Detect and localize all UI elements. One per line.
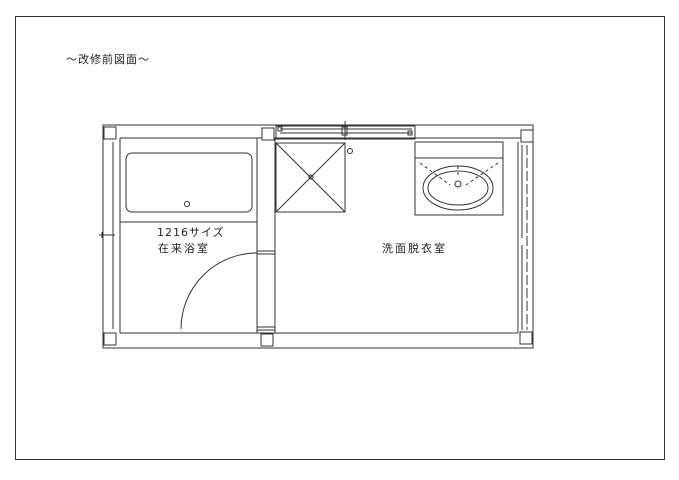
bathtub <box>125 152 253 213</box>
washing-machine-pan <box>275 142 353 213</box>
bathtub-drain <box>184 201 190 207</box>
bathroom: 1216サイズ 在来浴室 <box>120 152 258 330</box>
column-posts <box>103 126 534 347</box>
drain-icon <box>347 148 353 154</box>
door-swing-arc <box>180 252 258 330</box>
drawing-title: ～改修前図面～ <box>66 52 150 66</box>
page-frame <box>15 16 665 460</box>
bathroom-size-label: 1216サイズ <box>157 225 225 239</box>
walls <box>99 124 534 349</box>
washbasin <box>414 141 504 216</box>
window-top <box>275 121 416 140</box>
washroom-name-label: 洗面脱衣室 <box>382 241 447 255</box>
bathroom-name-label: 在来浴室 <box>158 241 210 255</box>
